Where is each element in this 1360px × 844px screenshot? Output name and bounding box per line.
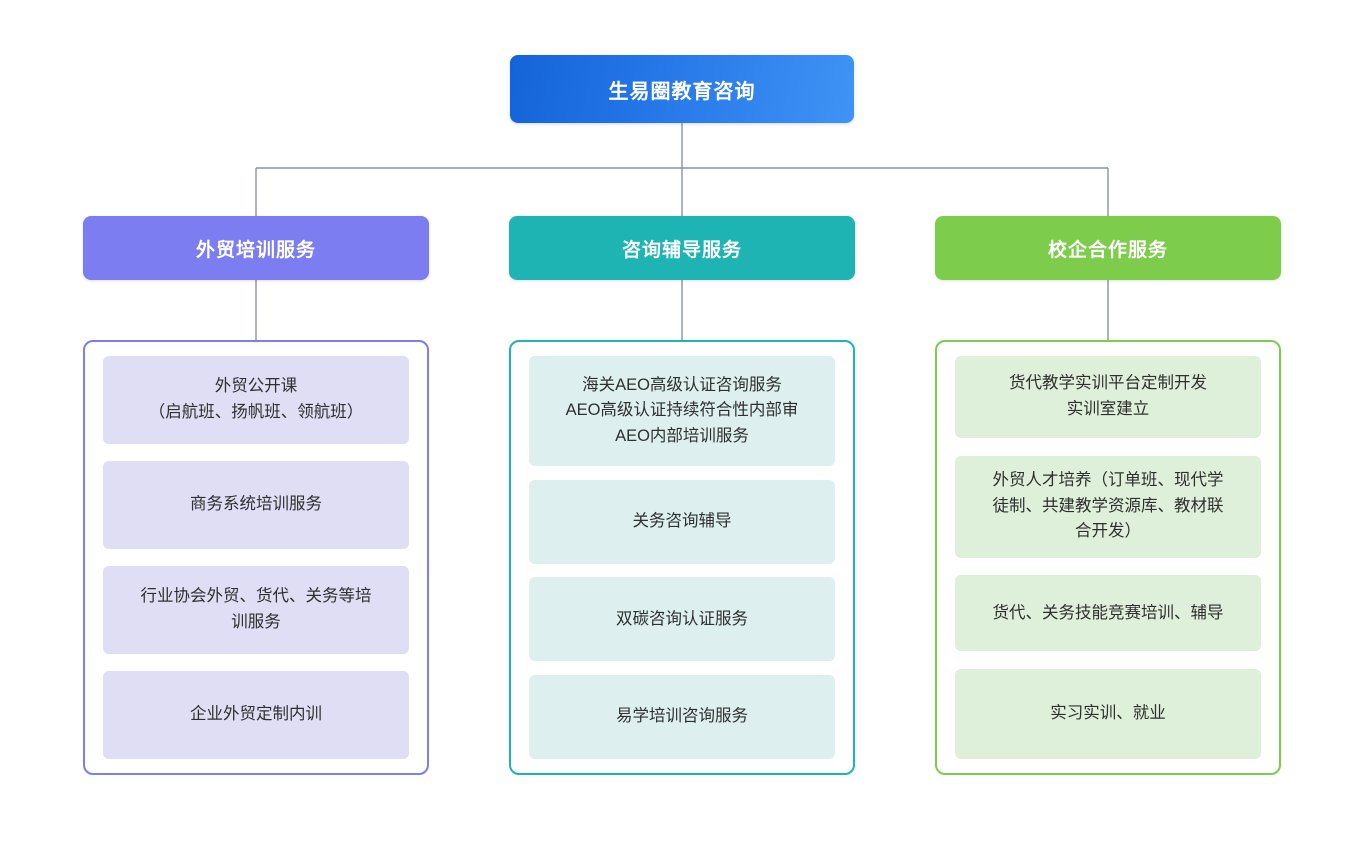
list-item-label: 外贸公开课（启航班、扬帆班、领航班） [148, 377, 364, 421]
branch-column-1: 外贸培训服务 外贸公开课（启航班、扬帆班、领航班） 商务系统培训服务 行业协会外… [83, 216, 429, 775]
list-item[interactable]: 外贸公开课（启航班、扬帆班、领航班） [103, 356, 409, 444]
list-item-label: 商务系统培训服务 [190, 495, 322, 514]
list-item[interactable]: 行业协会外贸、货代、关务等培训服务 [103, 566, 409, 654]
list-item[interactable]: 外贸人才培养（订单班、现代学徒制、共建教学资源库、教材联合开发） [955, 455, 1261, 558]
list-item[interactable]: 双碳咨询认证服务 [529, 577, 835, 662]
category-group-box-1: 外贸公开课（启航班、扬帆班、领航班） 商务系统培训服务 行业协会外贸、货代、关务… [83, 340, 429, 775]
category-group-box-3: 货代教学实训平台定制开发实训室建立 外贸人才培养（订单班、现代学徒制、共建教学资… [935, 340, 1281, 775]
category-header-2[interactable]: 咨询辅导服务 [509, 216, 855, 280]
list-item-label: 关务咨询辅导 [632, 511, 732, 530]
list-item[interactable]: 实习实训、就业 [955, 668, 1261, 759]
list-item[interactable]: 易学培训咨询服务 [529, 674, 835, 759]
list-item[interactable]: 商务系统培训服务 [103, 461, 409, 549]
list-item[interactable]: 货代教学实训平台定制开发实训室建立 [955, 356, 1261, 438]
category-header-2-label: 咨询辅导服务 [621, 239, 742, 261]
root-node-label: 生易圈教育咨询 [608, 80, 756, 103]
list-item-label: 外贸人才培养（订单班、现代学徒制、共建教学资源库、教材联合开发） [992, 471, 1224, 541]
list-item-label: 行业协会外贸、货代、关务等培训服务 [140, 587, 372, 631]
list-item-label: 易学培训咨询服务 [616, 707, 748, 726]
list-item-label: 实习实训、就业 [1050, 704, 1166, 723]
category-header-3-label: 校企合作服务 [1047, 239, 1168, 261]
list-item-label: 货代、关务技能竞赛培训、辅导 [992, 603, 1224, 622]
list-item[interactable]: 货代、关务技能竞赛培训、辅导 [955, 575, 1261, 652]
branch-column-3: 校企合作服务 货代教学实训平台定制开发实训室建立 外贸人才培养（订单班、现代学徒… [935, 216, 1281, 775]
category-header-1[interactable]: 外贸培训服务 [83, 216, 429, 280]
category-header-1-label: 外贸培训服务 [195, 239, 316, 261]
list-item[interactable]: 关务咨询辅导 [529, 479, 835, 564]
list-item-label: 双碳咨询认证服务 [616, 609, 748, 628]
list-item-label: 货代教学实训平台定制开发实训室建立 [1009, 374, 1207, 418]
category-header-3[interactable]: 校企合作服务 [935, 216, 1281, 280]
list-item-label: 企业外贸定制内训 [190, 705, 322, 724]
root-node[interactable]: 生易圈教育咨询 [510, 55, 854, 123]
list-item[interactable]: 企业外贸定制内训 [103, 671, 409, 759]
